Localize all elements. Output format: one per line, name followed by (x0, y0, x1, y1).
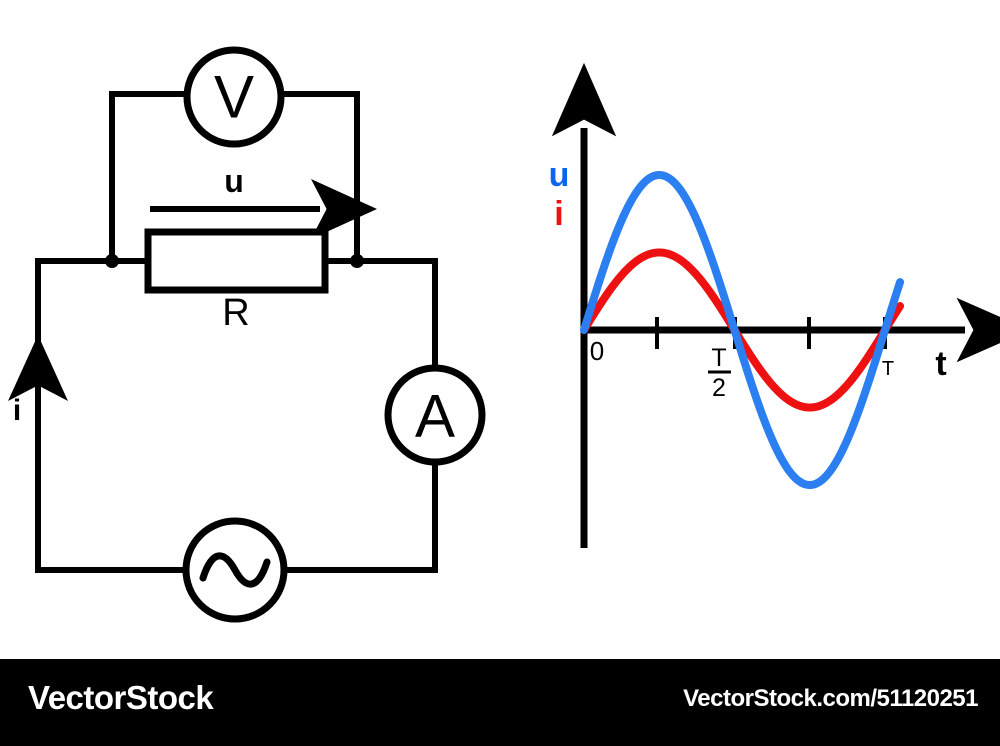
voltmeter-label: V (214, 64, 254, 131)
ammeter-label: A (415, 383, 455, 450)
junction-dot-right (350, 254, 364, 268)
junction-dot-left (105, 254, 119, 268)
footer-url: VectorStock.com/51120251 (683, 685, 978, 712)
y-axis-label-u: u (549, 156, 570, 194)
voltage-waveform-curve (580, 170, 905, 490)
ammeter-circle (384, 364, 486, 466)
period-label: T (882, 358, 894, 380)
waveform-graph: u i 0 t T 2 T (549, 62, 1000, 548)
ac-source (182, 517, 288, 623)
half-period-label: T 2 (708, 344, 731, 402)
voltmeter-circle (183, 46, 285, 148)
watermark-footer: VectorStock VectorStock.com/51120251 (0, 659, 1000, 746)
voltage-arrow-label: u (224, 163, 244, 199)
resistor-label: R (222, 292, 249, 334)
half-period-denominator: 2 (712, 374, 726, 402)
origin-label: 0 (590, 336, 604, 366)
voltmeter: V (183, 46, 285, 148)
x-axis-label-t: t (935, 345, 946, 383)
illustration-svg: V u R (8, 46, 1000, 623)
current-arrow-label: i (13, 394, 21, 427)
sine-wave-icon (199, 552, 271, 588)
resistor-body (144, 228, 329, 294)
ammeter: A (384, 364, 486, 466)
half-period-numerator: T (711, 344, 726, 372)
y-axis-label-i: i (554, 195, 563, 233)
footer-brand: VectorStock (28, 679, 214, 716)
circuit-diagram: V u R (8, 46, 486, 623)
